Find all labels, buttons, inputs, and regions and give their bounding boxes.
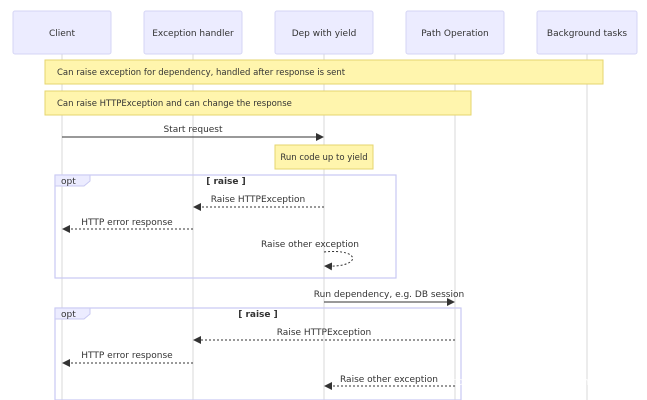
notes: Can raise exception for dependency, hand…	[44, 59, 604, 170]
message-label-run-dependency: Run dependency, e.g. DB session	[314, 290, 464, 300]
note-text-run-code-up-to-yield: Run code up to yield	[280, 153, 367, 163]
note-text-dependency-exception: Can raise exception for dependency, hand…	[57, 68, 346, 78]
note-run-code-up-to-yield: Run code up to yield	[274, 144, 374, 170]
message-label-raise-other-exception-1: Raise other exception	[261, 240, 359, 250]
actor-label-background-tasks: Background tasks	[547, 29, 627, 39]
opt-fragment-2: opt [ raise ]	[54, 307, 462, 400]
message-label-http-error-response-2: HTTP error response	[81, 351, 173, 361]
message-raise-httpexception-2: Raise HTTPException	[193, 328, 455, 344]
actor-background-tasks[interactable]: Background tasks	[536, 10, 638, 55]
opt-label-1: opt	[61, 177, 76, 187]
actor-label-exception-handler: Exception handler	[152, 29, 234, 39]
actor-path-operation[interactable]: Path Operation	[405, 10, 505, 55]
actor-label-client: Client	[49, 29, 76, 39]
actor-client[interactable]: Client	[12, 10, 112, 55]
opt-condition-2: [ raise ]	[238, 310, 278, 320]
message-arrow-raise-other-exception-1	[323, 250, 354, 271]
actor-label-path-operation: Path Operation	[421, 29, 488, 39]
actors: Client Exception handler Dep with yield …	[12, 10, 638, 55]
opt-condition-1: [ raise ]	[206, 177, 246, 187]
note-dependency-exception: Can raise exception for dependency, hand…	[44, 59, 604, 85]
opt-label-2: opt	[61, 310, 76, 320]
note-httpexception: Can raise HTTPException and can change t…	[44, 90, 472, 116]
message-label-start-request: Start request	[163, 125, 223, 135]
message-label-raise-httpexception-1: Raise HTTPException	[211, 195, 305, 205]
message-http-error-response-1: HTTP error response	[62, 218, 193, 233]
watermark: https://blog.csdn.net/xuqingskywolf	[441, 375, 638, 388]
message-raise-other-exception-2: Raise other exception	[324, 375, 455, 390]
message-http-error-response-2: HTTP error response	[62, 351, 193, 367]
note-text-httpexception: Can raise HTTPException and can change t…	[57, 99, 292, 109]
actor-label-dep-with-yield: Dep with yield	[292, 29, 357, 39]
actor-exception-handler[interactable]: Exception handler	[143, 10, 243, 55]
message-run-dependency: Run dependency, e.g. DB session	[314, 290, 464, 306]
message-label-raise-httpexception-2: Raise HTTPException	[277, 328, 371, 338]
actor-dep-with-yield[interactable]: Dep with yield	[274, 10, 374, 55]
message-start-request: Start request	[62, 125, 324, 141]
message-raise-httpexception-1: Raise HTTPException	[193, 195, 324, 211]
message-label-http-error-response-1: HTTP error response	[81, 218, 173, 228]
message-label-raise-other-exception-2: Raise other exception	[340, 375, 438, 385]
opt-fragment-1: opt [ raise ]	[54, 174, 397, 279]
message-raise-other-exception-1: Raise other exception	[261, 240, 359, 271]
